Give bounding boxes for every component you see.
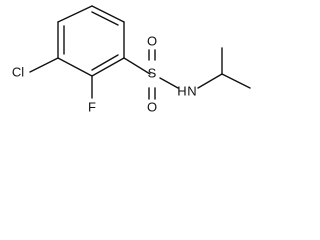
- ring-bond-5: [57, 57, 93, 77]
- atom-h-label: H: [177, 83, 186, 98]
- bond-n-ch: [197, 73, 223, 89]
- bond-ring-s: [123, 57, 151, 75]
- ring-bond-2: [91, 5, 125, 23]
- atom-o-bottom-label: O: [147, 99, 157, 114]
- atom-o-top-label: O: [147, 33, 157, 48]
- ring-bond-4: [91, 57, 125, 77]
- ring-double-bond-top: [91, 11, 119, 26]
- atom-f-label: F: [88, 99, 96, 114]
- bond-s-n: [159, 77, 179, 89]
- benzene-ring: [57, 5, 125, 77]
- bond-ch-ch3-right: [221, 73, 251, 89]
- atom-s-label: S: [148, 65, 157, 80]
- bond-ring-cl: [29, 57, 59, 73]
- ring-bond-1: [57, 5, 93, 23]
- chemical-structure: Cl F S O O H N: [12, 5, 251, 114]
- ring-double-bond-bottom-right: [91, 54, 119, 71]
- atom-cl-label: Cl: [12, 64, 24, 79]
- atom-n-label: N: [187, 83, 196, 98]
